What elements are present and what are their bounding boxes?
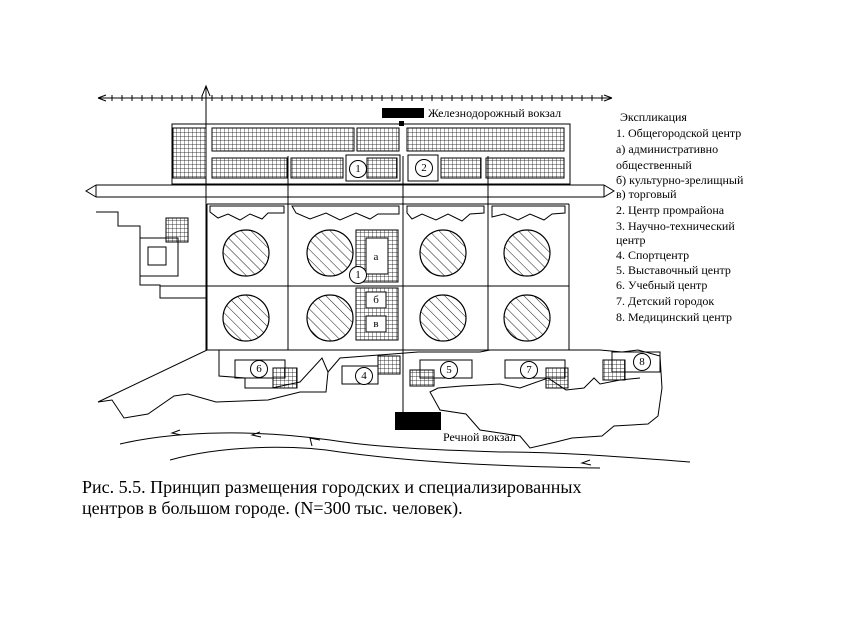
marker-1-top: 1	[349, 160, 367, 178]
industrial-strips	[209, 205, 566, 222]
south-district	[234, 349, 663, 449]
legend-item: общественный	[616, 158, 692, 172]
marker-a: а	[373, 251, 379, 263]
legend-item: 2. Центр промрайона	[616, 203, 725, 217]
figure-caption-line1: Рис. 5.5. Принцип размещения городских и…	[82, 477, 582, 497]
railway-line	[97, 94, 613, 102]
legend-item: 8. Медицинский центр	[616, 310, 733, 324]
marker-v: в	[373, 318, 379, 330]
central-blocks	[171, 123, 571, 185]
legend-item: б) культурно-зрелищный	[616, 173, 744, 187]
legend-item: 1. Общегородской центр	[616, 126, 742, 140]
legend-item: центр	[616, 233, 646, 247]
river-station-label: Речной вокзал	[443, 430, 516, 444]
legend-item: а) административно	[616, 142, 719, 156]
river	[119, 429, 691, 469]
marker-7: 7	[520, 361, 538, 379]
river-station-building	[395, 412, 441, 430]
legend-item: 7. Детский городок	[616, 294, 715, 308]
marker-b: б	[373, 294, 379, 306]
legend-title: Экспликация	[620, 110, 687, 124]
marker-1-centre: 1	[349, 266, 367, 284]
legend-item: 4. Спортцентр	[616, 248, 690, 262]
marker-2: 2	[415, 159, 433, 177]
avenue	[85, 184, 615, 198]
legend-item: 6. Учебный центр	[616, 278, 708, 292]
main-road	[201, 84, 211, 350]
legend-item: в) торговый	[616, 187, 677, 201]
railway-station-building	[382, 108, 424, 118]
marker-4: 4	[355, 367, 373, 385]
legend-item: 3. Научно-технический	[616, 219, 735, 233]
marker-5: 5	[440, 361, 458, 379]
railway-station-label: Железнодорожный вокзал	[428, 106, 562, 120]
marker-8: 8	[633, 353, 651, 371]
legend-item: 5. Выставочный центр	[616, 263, 731, 277]
district-grid	[160, 156, 570, 412]
west-district	[96, 211, 329, 419]
residential-circles	[222, 229, 551, 342]
marker-6: 6	[250, 360, 268, 378]
figure-caption-line2: центров в большом городе. (N=300 тыс. че…	[82, 498, 463, 518]
